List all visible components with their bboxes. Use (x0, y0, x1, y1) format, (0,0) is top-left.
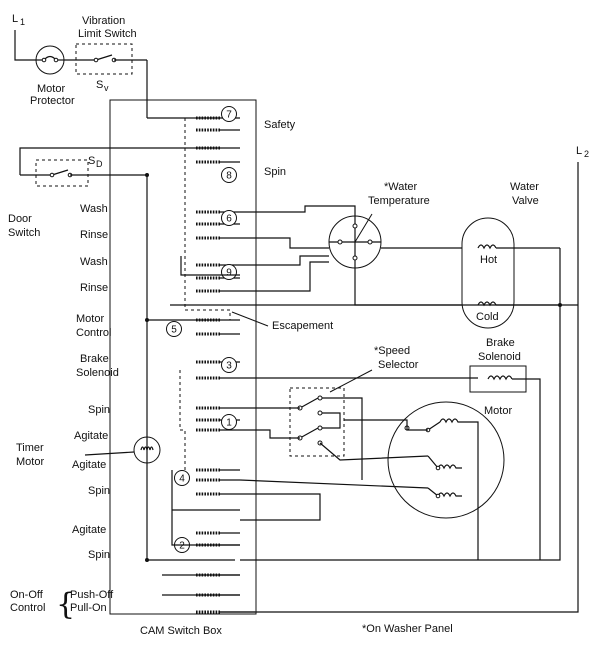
svg-text:*Water: *Water (384, 181, 418, 193)
svg-text:Agitate: Agitate (72, 524, 106, 536)
footnote: *On Washer Panel (362, 623, 453, 635)
l2-supply: L 2 (170, 145, 589, 613)
l1-supply: L 1 (12, 13, 36, 61)
label-spin-top: Spin (264, 166, 286, 178)
svg-text:1: 1 (20, 17, 25, 27)
cam-number: 8 (226, 171, 232, 182)
svg-text:v: v (104, 83, 109, 93)
cam-number: 4 (179, 474, 185, 485)
cam-circle (174, 470, 190, 486)
svg-text:Solenoid: Solenoid (76, 367, 119, 379)
escapement: Escapement (231, 311, 333, 332)
cam-number: 1 (226, 418, 232, 429)
cam-circle (221, 357, 237, 373)
cam-number: 3 (226, 361, 232, 372)
svg-text:Solenoid: Solenoid (478, 351, 521, 363)
svg-text:Protector: Protector (30, 95, 75, 107)
svg-text:Vibration: Vibration (82, 15, 125, 27)
vibration-limit-switch: Vibration Limit Switch S v (64, 15, 148, 118)
svg-text:S: S (96, 79, 103, 91)
svg-text:Brake: Brake (80, 353, 109, 365)
svg-text:Wash: Wash (80, 256, 108, 268)
svg-text:Switch: Switch (8, 227, 40, 239)
svg-text:Valve: Valve (512, 195, 539, 207)
svg-text:Brake: Brake (486, 337, 515, 349)
cam-circle (221, 210, 237, 226)
cam-contacts: 7 8 6 9 5 3 1 4 2 (166, 106, 240, 614)
left-bus (145, 117, 235, 562)
motor-protector: Motor Protector (30, 45, 75, 107)
svg-text:Wash: Wash (80, 203, 108, 215)
cam-number: 5 (171, 325, 177, 336)
label-safety: Safety (264, 119, 296, 131)
svg-text:Spin: Spin (88, 485, 110, 497)
cam-number: 2 (179, 541, 185, 552)
cam-switch-box: CAM Switch Box (109, 99, 257, 637)
svg-text:Limit Switch: Limit Switch (78, 28, 137, 40)
cam-circle (221, 167, 237, 183)
cam-circle (166, 321, 182, 337)
svg-text:Water: Water (510, 181, 539, 193)
svg-text:Timer: Timer (16, 442, 44, 454)
svg-text:{: { (56, 587, 75, 622)
timer-motor: Timer Motor (16, 436, 161, 468)
speed-selector: *Speed Selector (240, 345, 419, 480)
svg-text:2: 2 (584, 149, 589, 159)
drive-motor: Motor (239, 401, 512, 560)
left-labels: Wash Rinse Wash Rinse Motor Control Brak… (10, 203, 119, 622)
svg-text:L: L (12, 13, 18, 25)
brake-solenoid: Brake Solenoid (240, 337, 541, 560)
svg-text:*Speed: *Speed (374, 345, 410, 357)
cam-circle (221, 106, 237, 122)
cam-circle (221, 264, 237, 280)
svg-text:Temperature: Temperature (368, 195, 430, 207)
water-temperature: *Water Temperature (180, 181, 462, 306)
water-valve: Water Valve Hot Cold (461, 181, 578, 329)
svg-text:Spin: Spin (88, 404, 110, 416)
svg-text:Hot: Hot (480, 254, 497, 266)
svg-text:Spin: Spin (88, 549, 110, 561)
svg-text:Pull-On: Pull-On (70, 602, 107, 614)
svg-text:Push-Off: Push-Off (70, 589, 114, 601)
svg-text:Cold: Cold (476, 311, 499, 323)
svg-text:Agitate: Agitate (72, 459, 106, 471)
svg-text:Door: Door (8, 213, 32, 225)
svg-text:Motor: Motor (16, 456, 44, 468)
svg-text:On-Off: On-Off (10, 589, 44, 601)
lower-wiring (162, 470, 321, 613)
svg-text:Rinse: Rinse (80, 229, 108, 241)
svg-text:Selector: Selector (378, 359, 419, 371)
svg-text:Escapement: Escapement (272, 320, 333, 332)
svg-text:D: D (96, 159, 103, 169)
svg-text:S: S (88, 155, 95, 167)
svg-text:L: L (576, 145, 582, 157)
svg-text:Rinse: Rinse (80, 282, 108, 294)
cam-number: 9 (226, 268, 232, 279)
svg-text:CAM Switch Box: CAM Switch Box (140, 625, 222, 637)
svg-text:Motor: Motor (484, 405, 512, 417)
svg-text:Motor: Motor (37, 83, 65, 95)
svg-text:Control: Control (10, 602, 45, 614)
cam-number: 7 (226, 110, 232, 121)
door-switch: S D Door Switch (8, 147, 220, 239)
svg-text:Motor: Motor (76, 313, 104, 325)
svg-text:Agitate: Agitate (74, 430, 108, 442)
cam-number: 6 (226, 214, 232, 225)
cam-circle (221, 414, 237, 430)
svg-text:Control: Control (76, 327, 111, 339)
